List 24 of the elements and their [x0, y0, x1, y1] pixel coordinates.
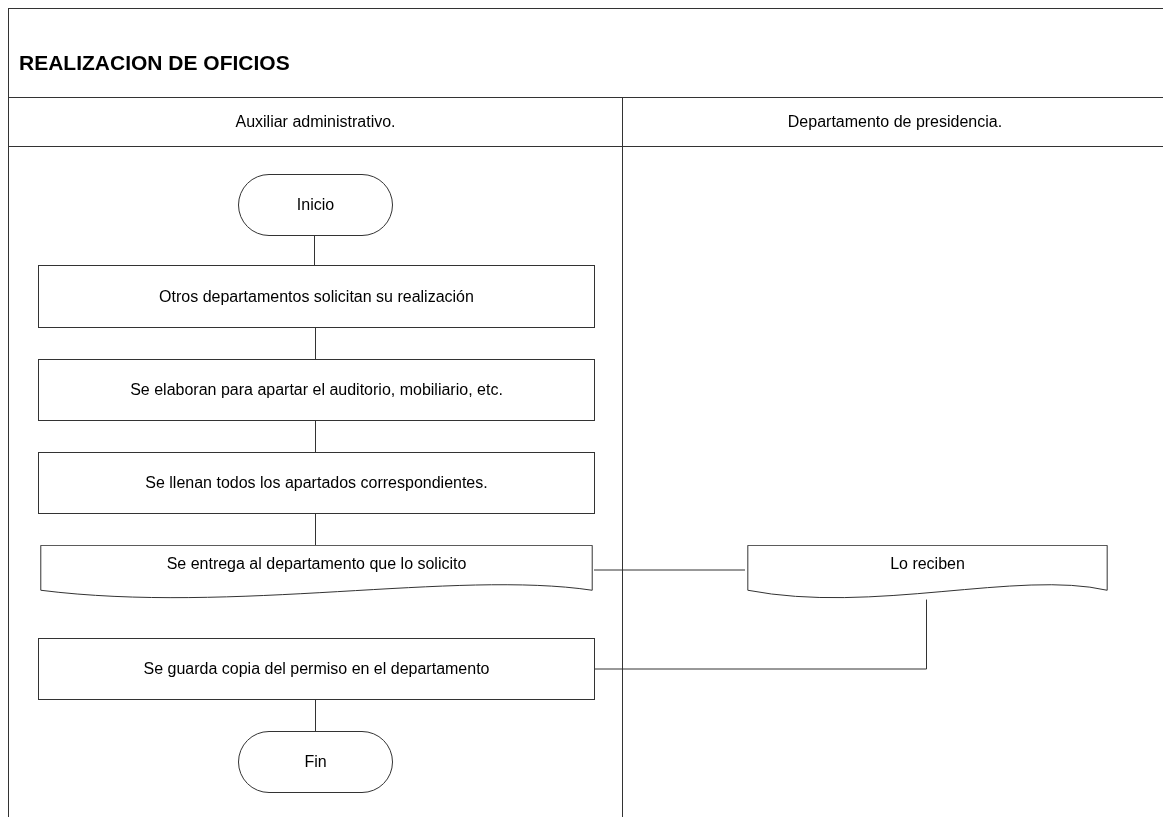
lane-header: Auxiliar administrativo. — [9, 97, 622, 147]
step-label: Inicio — [295, 196, 336, 214]
process-box — [38, 452, 595, 514]
step-label: Se elaboran para apartar el auditorio, mobiliario, etc. — [129, 381, 504, 399]
step-label: Se entrega al departamento que lo solicito — [165, 555, 468, 573]
process-box — [38, 359, 595, 421]
swimlane — [8, 97, 622, 817]
step-label: Otros departamentos solicitan su realización — [158, 287, 475, 306]
process-box — [38, 638, 595, 700]
step-label: Se llenan todos los apartados correspondientes. — [144, 474, 489, 492]
connector-line — [315, 699, 316, 732]
process-box — [38, 265, 595, 328]
diagram-title: REALIZACION DE OFICIOS — [19, 51, 290, 75]
connector-line — [314, 235, 315, 266]
connector-line — [315, 420, 316, 453]
swimlane — [622, 97, 1163, 817]
step-label: Lo reciben — [889, 555, 966, 573]
step-label: Fin — [303, 753, 328, 771]
connector-line — [315, 513, 316, 546]
step-label: Se guarda copia del permiso en el departamento — [142, 660, 491, 678]
connector-line — [593, 599, 927, 670]
connector-line — [315, 327, 316, 360]
lane-header: Departamento de presidencia. — [623, 97, 1163, 147]
connector-line — [593, 569, 746, 571]
